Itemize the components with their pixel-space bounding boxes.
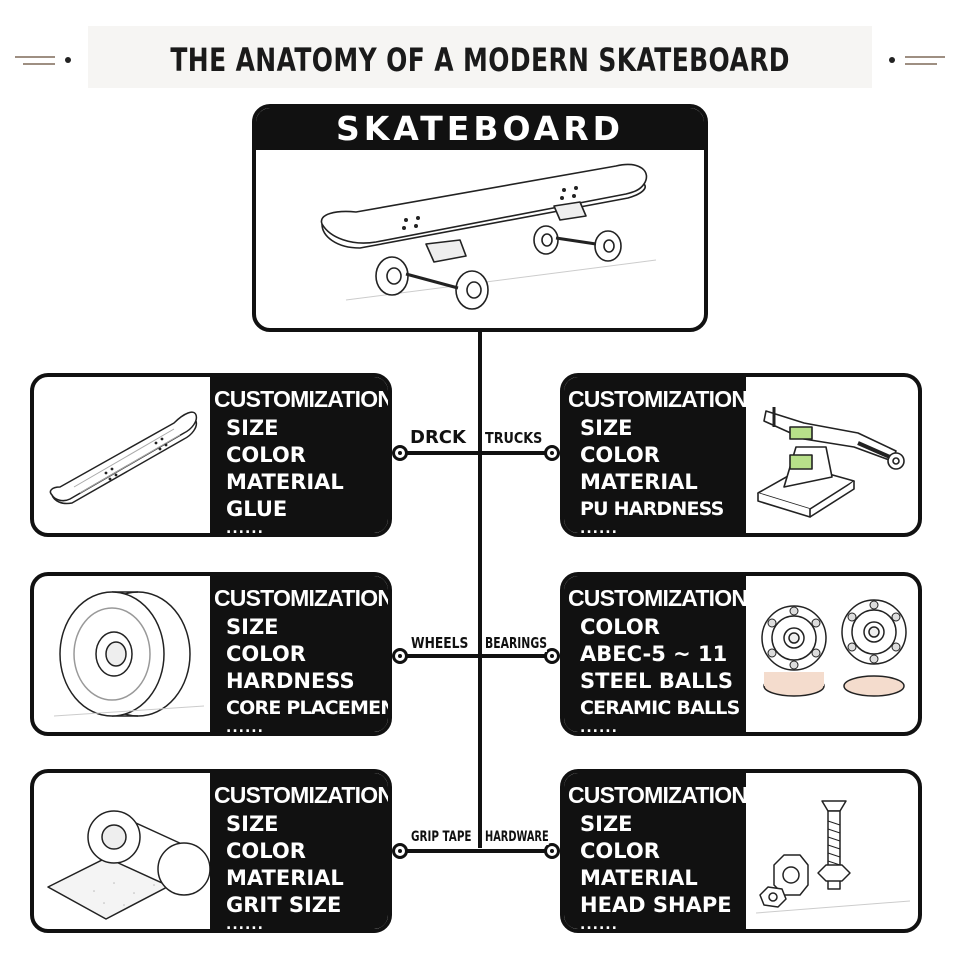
page-title: THE ANATOMY OF A MODERN SKATEBOARD [170,41,790,79]
title-band [88,26,872,88]
hardware-option: MATERIAL [580,866,698,890]
connector-wheels-bearings [400,654,552,658]
grip-tape-illustration-icon [34,773,210,929]
trucks-option: SIZE [580,416,633,440]
deck-customization-heading: CUSTOMIZATION [214,386,392,412]
connector-node-bearings [544,648,560,664]
bearings-options-list: COLOR ABEC-5 ~ 11 STEEL BALLS CERAMIC BA… [564,614,746,722]
trucks-option: COLOR [580,443,660,467]
bearings-card: CUSTOMIZATION COLOR ABEC-5 ~ 11 STEEL BA… [560,572,922,736]
truck-illustration-icon [746,377,918,533]
trucks-card: CUSTOMIZATION SIZE COLOR MATERIAL PU HAR… [560,373,922,537]
label-hardware: HARDWARE [485,829,549,845]
bearings-option: ABEC-5 ~ 11 [580,642,728,666]
trucks-customization-heading: CUSTOMIZATION [568,386,748,412]
title-decoration-left [14,55,71,65]
deck-option: GLUE [226,497,288,521]
grip-tape-customization-heading: CUSTOMIZATION [214,782,392,808]
wheels-card: CUSTOMIZATION SIZE COLOR HARDNESS CORE P… [30,572,392,736]
skateboard-box: SKATEBOARD [252,104,708,332]
deck-more-indicator: ...... [226,521,264,537]
grip-tape-option: SIZE [226,812,279,836]
grip-tape-option: GRIT SIZE [226,893,342,917]
grip-tape-card: CUSTOMIZATION SIZE COLOR MATERIAL GRIT S… [30,769,392,933]
label-bearings: BEARINGS [485,634,547,652]
wheels-customization-heading: CUSTOMIZATION [214,585,392,611]
deck-options-panel: CUSTOMIZATION SIZE COLOR MATERIAL GLUE .… [210,377,388,533]
wheels-options-list: SIZE COLOR HARDNESS CORE PLACEMENT [210,614,388,722]
connector-node-deck [392,445,408,461]
bolt-nut-illustration-icon [746,773,918,929]
trucks-options-panel: CUSTOMIZATION SIZE COLOR MATERIAL PU HAR… [564,377,748,537]
grip-tape-option: COLOR [226,839,306,863]
connector-deck-trucks [400,451,552,455]
wheel-illustration-icon [34,576,210,732]
label-deck: DRCK [410,427,466,448]
wheels-more-indicator: ...... [226,720,264,736]
title-decoration-right [889,55,946,65]
deck-illustration-icon [34,377,210,533]
bearings-options-panel: CUSTOMIZATION COLOR ABEC-5 ~ 11 STEEL BA… [564,576,748,736]
wheels-options-panel: CUSTOMIZATION SIZE COLOR HARDNESS CORE P… [210,576,388,732]
label-trucks: TRUCKS [485,429,543,447]
wheels-option: CORE PLACEMENT [226,697,392,719]
bearings-illustration-icon [746,576,918,732]
wheels-option: SIZE [226,615,279,639]
hardware-option: SIZE [580,812,633,836]
hardware-options-panel: CUSTOMIZATION SIZE COLOR MATERIAL HEAD S… [564,773,748,933]
label-wheels: WHEELS [411,634,469,652]
bearings-option: COLOR [580,615,660,639]
connector-node-trucks [544,445,560,461]
skateboard-header: SKATEBOARD [256,108,704,150]
connector-node-wheels [392,648,408,664]
title-row: THE ANATOMY OF A MODERN SKATEBOARD [0,36,960,84]
bearings-option: STEEL BALLS [580,669,733,693]
connector-grip-hardware [400,849,552,853]
trucks-more-indicator: ...... [580,521,618,537]
connector-node-hardware [544,843,560,859]
grip-tape-options-list: SIZE COLOR MATERIAL GRIT SIZE [210,811,388,919]
trucks-options-list: SIZE COLOR MATERIAL PU HARDNESS [564,415,746,523]
deck-option: MATERIAL [226,470,344,494]
hardware-customization-heading: CUSTOMIZATION [568,782,748,808]
wheels-option: HARDNESS [226,669,355,693]
wheels-option: COLOR [226,642,306,666]
hardware-more-indicator: ...... [580,917,618,933]
label-grip-tape: GRIP TAPE [411,829,472,845]
connector-trunk [478,330,482,848]
deck-option: COLOR [226,443,306,467]
hardware-card: CUSTOMIZATION SIZE COLOR MATERIAL HEAD S… [560,769,922,933]
bearings-customization-heading: CUSTOMIZATION [568,585,748,611]
trucks-option: MATERIAL [580,470,698,494]
hardware-options-list: SIZE COLOR MATERIAL HEAD SHAPE [564,811,746,919]
connector-node-grip-tape [392,843,408,859]
grip-tape-options-panel: CUSTOMIZATION SIZE COLOR MATERIAL GRIT S… [210,773,388,929]
skateboard-illustration-icon [256,150,704,328]
deck-card: CUSTOMIZATION SIZE COLOR MATERIAL GLUE .… [30,373,392,537]
grip-tape-option: MATERIAL [226,866,344,890]
hardware-option: COLOR [580,839,660,863]
bearings-option: CERAMIC BALLS [580,697,740,719]
grip-tape-more-indicator: ...... [226,917,264,933]
hardware-option: HEAD SHAPE [580,893,732,917]
bearings-more-indicator: ...... [580,720,618,736]
deck-option: SIZE [226,416,279,440]
trucks-option: PU HARDNESS [580,498,724,520]
deck-options-list: SIZE COLOR MATERIAL GLUE [210,415,388,523]
